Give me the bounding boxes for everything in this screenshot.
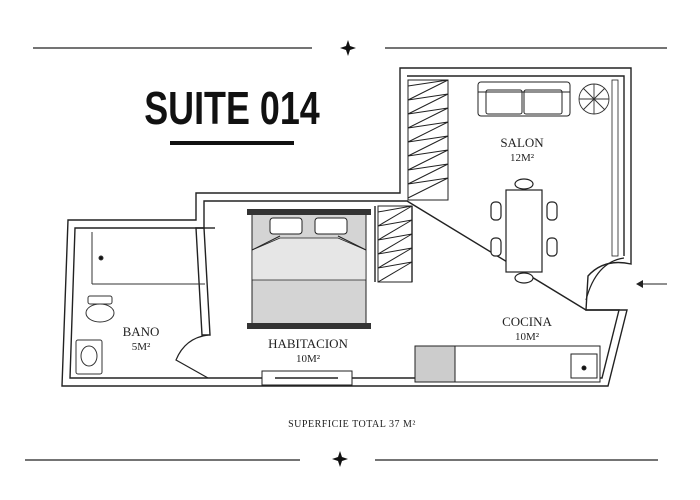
- dining-table: [490, 178, 558, 284]
- room-name-bano: BANO: [123, 324, 160, 339]
- bano-fixtures: [75, 232, 205, 375]
- entrance-door: [585, 257, 625, 301]
- room-area-cocina: 10M²: [515, 331, 540, 343]
- room-area-salon: 12M²: [510, 152, 535, 164]
- bed: [247, 209, 371, 329]
- total-surface: SUPERFICIE TOTAL 37 M²: [288, 419, 416, 430]
- room-area-habitacion: 10M²: [296, 353, 321, 365]
- plant-icon: [578, 83, 610, 115]
- walls: [61, 67, 632, 387]
- room-name-cocina: COCINA: [502, 314, 552, 329]
- star-icon: [332, 451, 348, 467]
- entrance-arrow-icon: [636, 280, 667, 288]
- room-area-bano: 5M²: [132, 341, 151, 353]
- bano-door: [175, 334, 209, 379]
- stairs: [377, 79, 449, 283]
- sofa: [477, 81, 571, 117]
- radiator: [261, 370, 353, 386]
- kitchen-counter: [414, 345, 601, 383]
- room-name-habitacion: HABITACION: [268, 336, 348, 351]
- page-title: SUITE 014: [144, 83, 320, 134]
- toilet: [85, 303, 115, 323]
- sink: [75, 339, 103, 375]
- room-name-salon: SALON: [500, 135, 544, 150]
- top-ornament: [33, 40, 667, 56]
- bottom-ornament: [25, 451, 658, 467]
- star-icon: [340, 40, 356, 56]
